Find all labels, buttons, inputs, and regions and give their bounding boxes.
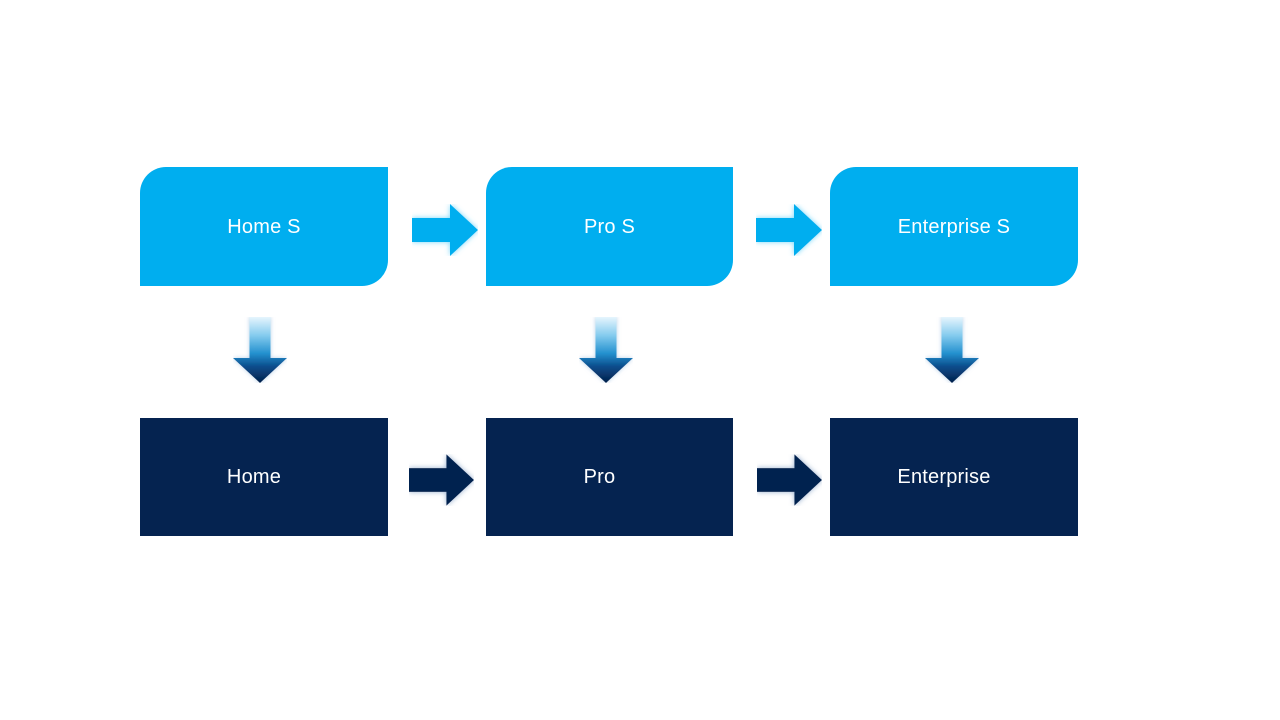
box-pro-label: Pro xyxy=(583,466,616,488)
box-enterprise-label: Enterprise xyxy=(897,466,991,488)
box-pro-s-label: Pro S xyxy=(583,215,636,238)
box-home-label: Home xyxy=(226,466,282,488)
box-home: Home xyxy=(140,418,388,536)
down-arrow-icon xyxy=(925,317,979,383)
right-arrow-icon xyxy=(412,204,478,256)
box-home-s: Home S xyxy=(140,167,388,286)
down-arrow-icon xyxy=(233,317,287,383)
box-enterprise-s-label: Enterprise S xyxy=(897,215,1011,238)
box-pro-s: Pro S xyxy=(486,167,733,286)
box-enterprise-s: Enterprise S xyxy=(830,167,1078,286)
box-enterprise: Enterprise xyxy=(830,418,1078,536)
box-pro: Pro xyxy=(486,418,733,536)
right-arrow-icon xyxy=(756,204,822,256)
down-arrow-icon xyxy=(579,317,633,383)
right-arrow-icon xyxy=(409,454,474,506)
right-arrow-icon xyxy=(757,454,822,506)
box-home-s-label: Home S xyxy=(227,215,301,238)
